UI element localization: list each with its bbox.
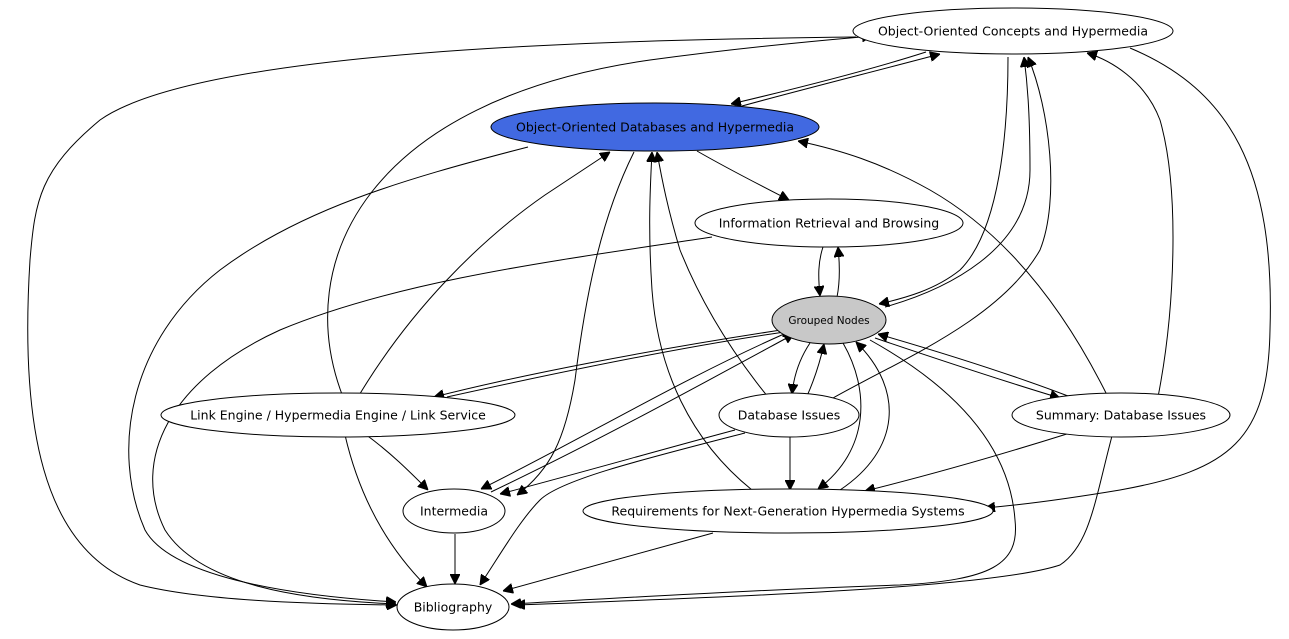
edge-grouped-to-link[interactable]	[434, 329, 782, 397]
edge-link-to-grouped[interactable]	[446, 331, 792, 398]
edges-layer	[27, 36, 1271, 605]
node-oodb[interactable]: Object-Oriented Databases and Hypermedia	[490, 102, 820, 152]
node-sum-label: Summary: Database Issues	[1036, 408, 1206, 423]
node-inter[interactable]: Intermedia	[402, 488, 506, 534]
edge-irb-to-bib[interactable]	[152, 236, 713, 604]
edge-dbi-to-inter[interactable]	[500, 429, 736, 494]
edge-sum-to-oodb[interactable]	[798, 141, 1109, 398]
edge-req-to-grouped[interactable]	[839, 342, 890, 491]
node-oocept-shape	[852, 7, 1174, 55]
edge-sum-to-req[interactable]	[865, 432, 1071, 491]
edge-dbi-to-oocept[interactable]	[832, 57, 1052, 399]
edge-req-to-oodb[interactable]	[650, 152, 753, 491]
edge-grouped-to-bib[interactable]	[511, 339, 1017, 604]
node-irb-shape	[694, 198, 964, 248]
node-bib-shape	[396, 583, 510, 631]
edge-req-to-bib[interactable]	[503, 532, 714, 591]
edge-oocept-to-bib[interactable]	[27, 36, 857, 605]
edge-dbi-to-grouped[interactable]	[806, 344, 824, 397]
node-oodb-shape	[490, 102, 820, 152]
edge-oocept-to-req[interactable]	[985, 47, 1271, 508]
edge-sum-to-grouped[interactable]	[878, 334, 1069, 397]
edge-dbi-to-bib[interactable]	[480, 432, 746, 585]
edge-dbi-to-oodb[interactable]	[657, 152, 769, 398]
node-link-label: Link Engine / Hypermedia Engine / Link S…	[190, 408, 486, 423]
edge-inter-to-grouped[interactable]	[490, 334, 794, 493]
edge-link-to-oocept[interactable]	[327, 36, 872, 398]
node-oocept[interactable]: Object-Oriented Concepts and Hypermedia	[852, 7, 1174, 55]
edge-link-to-bib[interactable]	[344, 434, 427, 587]
node-link-shape	[160, 392, 516, 438]
edge-irb-to-grouped[interactable]	[819, 246, 823, 296]
node-grouped-shape	[771, 295, 887, 345]
node-inter-label: Intermedia	[420, 504, 488, 519]
edge-grouped-to-sum[interactable]	[874, 337, 1060, 398]
edge-grouped-to-inter[interactable]	[481, 333, 785, 489]
edge-grouped-to-dbi[interactable]	[792, 342, 811, 394]
edge-grouped-to-oocept[interactable]	[884, 57, 1031, 308]
node-grouped-label: Grouped Nodes	[788, 315, 869, 327]
node-req-label: Requirements for Next-Generation Hyperme…	[611, 504, 964, 519]
node-sum-shape	[1011, 392, 1231, 438]
node-req-shape	[582, 488, 994, 534]
edge-oodb-to-inter[interactable]	[517, 151, 635, 495]
node-link[interactable]: Link Engine / Hypermedia Engine / Link S…	[160, 392, 516, 438]
edge-sum-to-oocept[interactable]	[1087, 53, 1174, 398]
node-dbi-shape	[718, 392, 860, 438]
edge-sum-to-bib[interactable]	[515, 435, 1113, 605]
nodes-layer: Object-Oriented Concepts and Hypermedia …	[160, 7, 1231, 631]
edge-link-to-oodb[interactable]	[357, 152, 610, 398]
node-oocept-label: Object-Oriented Concepts and Hypermedia	[878, 24, 1148, 39]
edge-link-to-inter[interactable]	[364, 433, 428, 490]
node-irb[interactable]: Information Retrieval and Browsing	[694, 198, 964, 248]
node-dbi[interactable]: Database Issues	[718, 392, 860, 438]
edge-oodb-to-oocept[interactable]	[741, 54, 940, 107]
edge-oocept-to-grouped[interactable]	[879, 56, 1009, 304]
node-dbi-label: Database Issues	[738, 408, 840, 423]
node-grouped[interactable]: Grouped Nodes	[771, 295, 887, 345]
edge-oodb-to-bib[interactable]	[128, 146, 529, 602]
node-oodb-label: Object-Oriented Databases and Hypermedia	[516, 120, 794, 135]
edge-oodb-to-irb[interactable]	[696, 150, 789, 200]
node-inter-shape	[402, 488, 506, 534]
node-req[interactable]: Requirements for Next-Generation Hyperme…	[582, 488, 994, 534]
node-sum[interactable]: Summary: Database Issues	[1011, 392, 1231, 438]
edge-oocept-to-oodb[interactable]	[731, 51, 927, 104]
edge-grouped-to-req[interactable]	[818, 342, 862, 489]
edge-grouped-to-irb[interactable]	[837, 247, 839, 298]
node-irb-label: Information Retrieval and Browsing	[719, 216, 940, 231]
node-bib-label: Bibliography	[414, 600, 493, 615]
node-bib[interactable]: Bibliography	[396, 583, 510, 631]
